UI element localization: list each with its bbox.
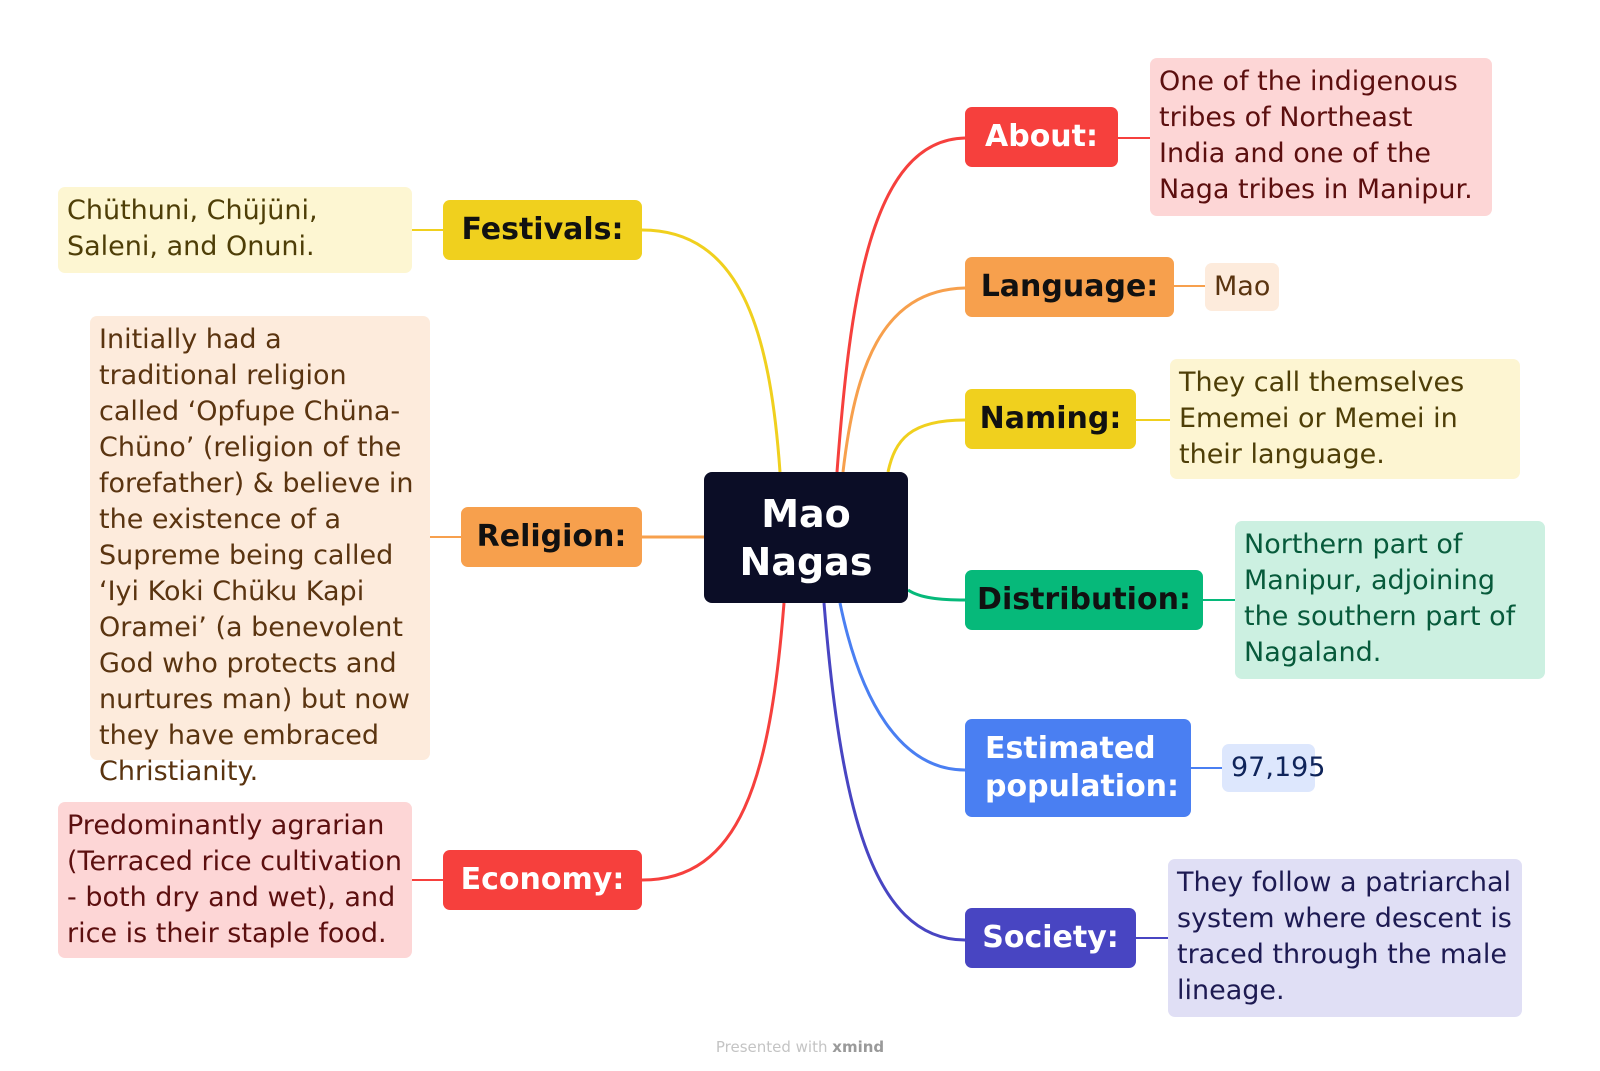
connector-society bbox=[822, 602, 966, 942]
note-festivals-text: Chüthuni, Chüjüni, Saleni, and Onuni. bbox=[67, 195, 318, 262]
note-religion[interactable]: Initially had a traditional religion cal… bbox=[90, 316, 430, 787]
topic-distribution[interactable]: Distribution: bbox=[965, 570, 1203, 630]
topic-language-label: Language: bbox=[980, 269, 1159, 304]
central-topic[interactable]: Mao Nagas bbox=[704, 472, 908, 603]
topic-population-label-line2: population: bbox=[985, 769, 1180, 804]
topic-about[interactable]: About: bbox=[965, 107, 1118, 167]
topic-estimated-population[interactable]: Estimated population: bbox=[965, 719, 1191, 817]
note-population-text: 97,195 bbox=[1231, 752, 1326, 783]
note-religion-text: Initially had a traditional religion cal… bbox=[99, 324, 414, 787]
note-about-text: One of the indigenous tribes of Northeas… bbox=[1159, 66, 1473, 205]
topic-naming[interactable]: Naming: bbox=[965, 389, 1136, 449]
topic-festivals-label: Festivals: bbox=[461, 212, 624, 247]
topic-naming-label: Naming: bbox=[979, 401, 1122, 436]
note-economy-text: Predominantly agrarian (Terraced rice cu… bbox=[67, 810, 402, 949]
topic-language[interactable]: Language: bbox=[965, 257, 1174, 317]
note-society-text: They follow a patriarchal system where d… bbox=[1177, 867, 1512, 1006]
presented-with-footer: Presented with xmind bbox=[0, 1038, 1600, 1056]
topic-about-label: About: bbox=[985, 119, 1098, 154]
note-festivals[interactable]: Chüthuni, Chüjüni, Saleni, and Onuni. bbox=[58, 187, 412, 273]
note-language[interactable]: Mao bbox=[1205, 263, 1279, 311]
note-naming[interactable]: They call themselves Ememei or Memei in … bbox=[1170, 359, 1520, 479]
connector-language bbox=[841, 286, 966, 473]
topic-economy-label: Economy: bbox=[460, 862, 625, 897]
topic-festivals[interactable]: Festivals: bbox=[443, 200, 642, 260]
connector-population bbox=[838, 602, 966, 772]
central-topic-line1: Mao bbox=[761, 491, 851, 536]
footer-brand: xmind bbox=[832, 1038, 885, 1056]
topic-society-label: Society: bbox=[982, 920, 1119, 955]
note-economy[interactable]: Predominantly agrarian (Terraced rice cu… bbox=[58, 802, 412, 958]
topic-religion[interactable]: Religion: bbox=[461, 507, 642, 567]
connector-distribution bbox=[907, 588, 966, 602]
note-naming-text: They call themselves Ememei or Memei in … bbox=[1179, 367, 1465, 470]
topic-religion-label: Religion: bbox=[476, 519, 627, 554]
note-population[interactable]: 97,195 bbox=[1222, 744, 1325, 792]
topic-population-label-line1: Estimated bbox=[985, 731, 1156, 766]
connector-about bbox=[835, 136, 966, 473]
note-distribution[interactable]: Northern part of Manipur, adjoining the … bbox=[1235, 521, 1545, 679]
note-distribution-text: Northern part of Manipur, adjoining the … bbox=[1244, 529, 1516, 668]
footer-prefix: Presented with bbox=[715, 1038, 828, 1056]
connector-economy bbox=[641, 602, 786, 882]
topic-distribution-label: Distribution: bbox=[977, 582, 1191, 617]
central-topic-line2: Nagas bbox=[739, 539, 873, 584]
note-language-text: Mao bbox=[1214, 271, 1271, 302]
connector-festivals bbox=[641, 228, 782, 473]
note-society[interactable]: They follow a patriarchal system where d… bbox=[1168, 859, 1522, 1017]
topic-society[interactable]: Society: bbox=[965, 908, 1136, 968]
topic-economy[interactable]: Economy: bbox=[443, 850, 642, 910]
note-about[interactable]: One of the indigenous tribes of Northeas… bbox=[1150, 58, 1492, 216]
connector-naming bbox=[886, 418, 966, 473]
